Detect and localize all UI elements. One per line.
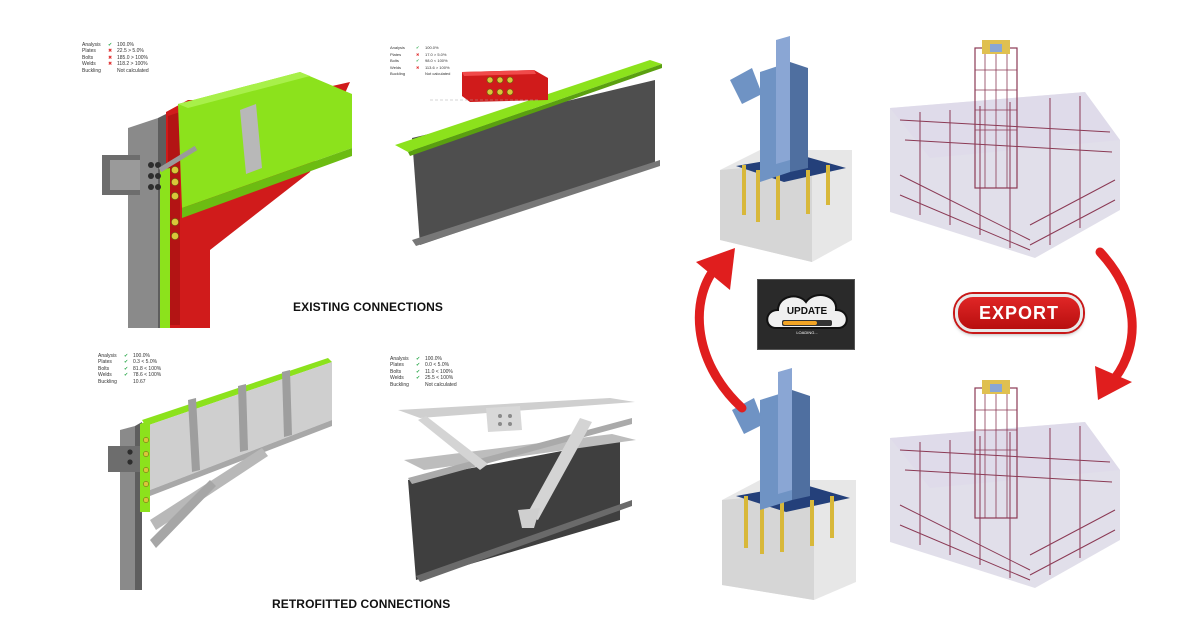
status-label: Buckling <box>98 378 117 385</box>
cross-icon: ✖ <box>108 48 113 55</box>
status-panel-existing-right: Analysis ✔ 100.0% Plates ✖ 17.0 > 5.0% Bolts ✔ 9… <box>390 45 450 77</box>
status-row: Plates ✖ 17.0 > 5.0% <box>390 51 450 57</box>
check-icon: ✔ <box>124 359 129 366</box>
status-value: 0.3 < 5.0% <box>133 359 158 366</box>
status-label: Bolts <box>98 365 110 372</box>
status-row: Buckling Not calculated <box>390 382 457 388</box>
status-value: 17.0 > 5.0% <box>425 51 447 57</box>
cross-icon: ✖ <box>416 51 420 57</box>
status-label: Buckling <box>390 71 406 77</box>
cross-icon: ✖ <box>108 61 113 68</box>
status-value: 10.67 <box>133 378 146 385</box>
status-row: Welds ✖ 118.2 > 100% <box>82 61 149 67</box>
check-icon: ✔ <box>108 42 113 48</box>
status-row: Bolts ✔ 98.0 < 100% <box>390 58 450 64</box>
status-value: 22.5 > 5.0% <box>117 48 144 55</box>
status-value: 11.0 < 100% <box>425 368 453 375</box>
status-row: Analysis ✔ 100.0% <box>390 45 450 51</box>
status-value: 98.0 < 100% <box>425 58 448 64</box>
status-value: 113.6 > 100% <box>425 64 450 70</box>
status-label: Analysis <box>390 45 405 51</box>
status-row: Plates ✖ 22.5 > 5.0% <box>82 48 149 54</box>
status-label: Plates <box>390 51 402 57</box>
check-icon: ✔ <box>416 356 421 362</box>
check-icon: ✔ <box>416 45 420 51</box>
status-label: Bolts <box>390 368 402 375</box>
status-value: 118.2 > 100% <box>117 61 148 68</box>
status-label: Bolts <box>390 58 399 64</box>
status-value: Not calculated <box>425 381 457 388</box>
status-value: 185.0 > 100% <box>117 54 148 61</box>
status-row: Bolts ✔ 11.0 < 100% <box>390 369 457 375</box>
status-row: Bolts ✖ 185.0 > 100% <box>82 55 149 61</box>
check-icon: ✔ <box>124 365 129 372</box>
status-label: Welds <box>82 61 96 68</box>
check-icon: ✔ <box>416 368 421 375</box>
status-row: Welds ✔ 78.6 < 100% <box>98 372 161 378</box>
status-row: Bolts ✔ 81.8 < 100% <box>98 366 161 372</box>
status-label: Welds <box>390 64 402 70</box>
status-value: 78.6 < 100% <box>133 372 162 379</box>
export-button[interactable]: EXPORT <box>955 294 1083 332</box>
update-title: UPDATE <box>786 306 828 317</box>
status-label: Bolts <box>82 54 94 61</box>
status-row: Analysis ✔ 100.0% <box>82 42 149 48</box>
update-subtitle: LOADING... <box>796 330 818 335</box>
status-label: Analysis <box>82 42 101 48</box>
check-icon: ✔ <box>416 375 421 382</box>
status-row: Buckling Not calculated <box>390 71 450 77</box>
check-icon: ✔ <box>124 372 129 379</box>
status-value: 100.0% <box>117 42 134 48</box>
status-panel-retro-left: Analysis ✔ 100.0% Plates ✔ 0.3 < 5.0% Bolts ✔ 81… <box>98 353 161 385</box>
status-label: Analysis <box>390 356 409 362</box>
status-value: Not calculated <box>425 71 451 77</box>
status-label: Buckling <box>390 381 409 388</box>
status-value: 100.0% <box>133 353 150 359</box>
status-row: Plates ✔ 0.0 < 5.0% <box>390 362 457 368</box>
check-icon: ✔ <box>416 362 421 369</box>
status-row: Buckling Not calculated <box>82 68 149 74</box>
status-value: 0.0 < 5.0% <box>425 362 450 369</box>
status-row: Welds ✔ 25.5 < 100% <box>390 375 457 381</box>
status-value: 81.8 < 100% <box>133 365 162 372</box>
caption-existing-connections: EXISTING CONNECTIONS <box>293 300 444 314</box>
status-row: Analysis ✔ 100.0% <box>98 353 161 359</box>
status-value: Not calculated <box>117 67 149 74</box>
check-icon: ✔ <box>124 353 129 359</box>
status-label: Analysis <box>98 353 117 359</box>
status-label: Buckling <box>82 67 101 74</box>
status-panel-existing-left: Analysis ✔ 100.0% Plates ✖ 22.5 > 5.0% Bolts ✖ 1… <box>82 42 149 74</box>
status-row: Analysis ✔ 100.0% <box>390 356 457 362</box>
status-panel-retro-right: Analysis ✔ 100.0% Plates ✔ 0.0 < 5.0% Bolts ✔ 11… <box>390 356 457 388</box>
status-value: 100.0% <box>425 45 439 51</box>
status-label: Plates <box>82 48 96 55</box>
cross-icon: ✖ <box>108 54 113 61</box>
status-label: Welds <box>390 375 404 382</box>
update-badge: UPDATE LOADING... <box>757 279 855 350</box>
status-label: Welds <box>98 372 112 379</box>
caption-retrofitted-connections: RETROFITTED CONNECTIONS <box>272 597 451 611</box>
check-icon: ✔ <box>416 58 420 64</box>
status-label: Plates <box>390 362 404 369</box>
status-value: 25.5 < 100% <box>425 375 454 382</box>
cloud-icon <box>766 294 848 329</box>
status-row: Buckling 10.67 <box>98 379 161 385</box>
status-value: 100.0% <box>425 356 442 362</box>
status-row: Plates ✔ 0.3 < 5.0% <box>98 359 161 365</box>
status-label: Plates <box>98 359 112 366</box>
cross-icon: ✖ <box>416 64 420 70</box>
status-row: Welds ✖ 113.6 > 100% <box>390 64 450 70</box>
